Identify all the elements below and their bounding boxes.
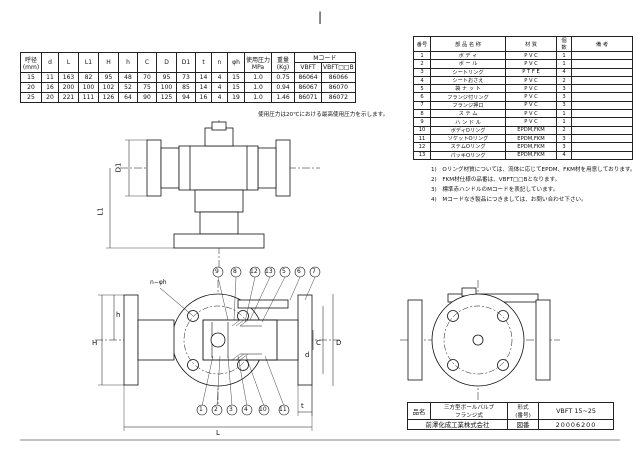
elevation-view <box>106 120 320 270</box>
callout-number: 11 <box>279 406 287 413</box>
note-line: 1) Oリング材質については、流体に応じてEPDM、FKM材を用意しております。 <box>431 167 636 173</box>
title-block: 品名 三方型ボールバルブ フランジ式 形式 (番号) VBFT 15~25 前澤… <box>407 402 614 430</box>
parts-cell <box>571 150 633 160</box>
label-d: d <box>305 351 310 359</box>
callout-number: 13 <box>265 268 273 275</box>
label-D: D <box>336 339 342 347</box>
callout-number: 7 <box>312 268 316 275</box>
label-n-phi-h: n−φh <box>150 279 167 286</box>
callout-number: 5 <box>282 268 286 275</box>
pressure-note: 使用圧力は20℃における最高使用圧力を示します。 <box>258 112 389 118</box>
label-h: h <box>116 311 121 319</box>
callout-number: 2 <box>214 406 218 413</box>
label-H: H <box>92 339 98 347</box>
callout-number: 9 <box>215 268 219 275</box>
label-t: t <box>301 402 304 410</box>
dim-cell: 86072 <box>321 92 356 103</box>
note-line: 2) FKM材仕様の品番は、VBFT□□Bとなります。 <box>431 177 561 183</box>
side-view <box>400 280 560 400</box>
callout-number: 4 <box>244 406 248 413</box>
label-C: C <box>316 339 321 347</box>
label-D1: D1 <box>114 162 123 173</box>
note-line: 4) Mコードなき製品につきましては、お問い合わせ下さい。 <box>431 197 587 203</box>
center-mark: | <box>318 10 323 24</box>
front-view <box>95 266 340 431</box>
title-model-value: VBFT 15~25 <box>538 402 614 420</box>
label-L1: L1 <box>96 207 105 216</box>
callout-number: 12 <box>250 268 258 275</box>
title-name-label: 品名 <box>407 402 431 420</box>
title-company: 前澤化成工業株式会社 <box>407 419 508 430</box>
callout-number: 3 <box>229 406 233 413</box>
dimension-table: 呼径 (mm) d L L1 H h C D D1 t n φh 使用圧力 MP… <box>20 52 356 103</box>
callout-number: 10 <box>259 406 267 413</box>
title-ref-label: 図番 <box>507 419 539 430</box>
title-name-value: 三方型ボールバルブ フランジ式 <box>430 402 508 420</box>
callout-number: 1 <box>199 406 203 413</box>
callout-number: 6 <box>297 268 301 275</box>
notes-block: 1) Oリング材質については、流体に応じてEPDM、FKM材を用意しております。… <box>431 165 636 205</box>
note-line: 3) 標準赤ハンドルのMコードを表記しています。 <box>431 187 559 193</box>
title-model-label: 形式 (番号) <box>507 402 539 420</box>
label-L: L <box>216 429 220 437</box>
callout-number: 8 <box>233 268 237 275</box>
dim-cell: 86071 <box>294 92 322 103</box>
title-ref-value: 20006200 <box>538 419 614 430</box>
